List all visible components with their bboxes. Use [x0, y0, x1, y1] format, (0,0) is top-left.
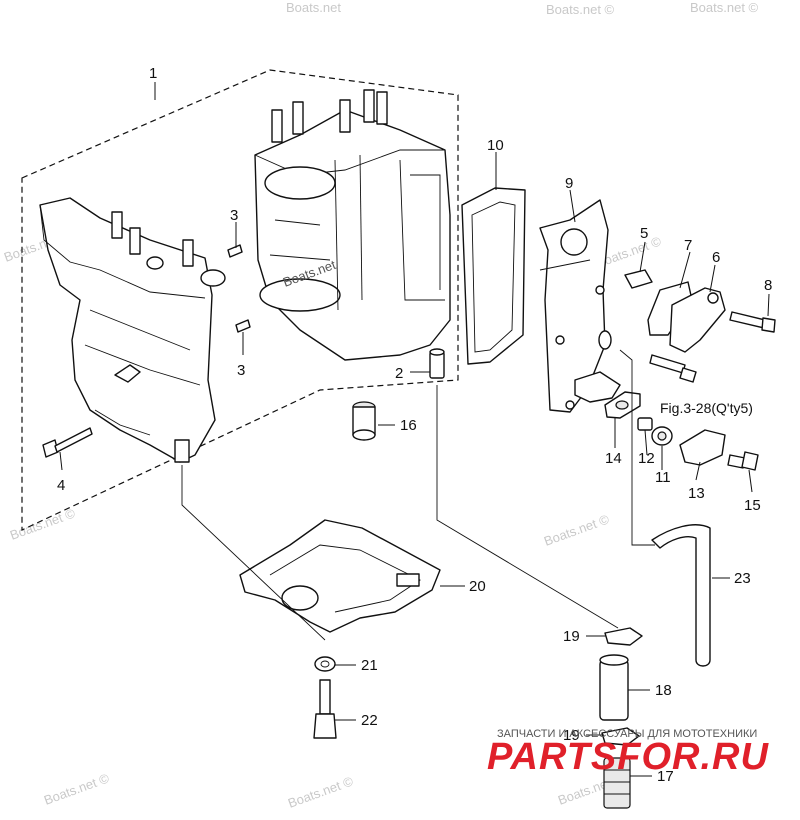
- callout-3-upper: 3: [230, 207, 238, 224]
- callout-7: 7: [684, 237, 692, 254]
- callout-12: 12: [638, 450, 655, 467]
- callout-1: 1: [149, 65, 157, 82]
- callout-18: 18: [655, 682, 672, 699]
- washer: [314, 656, 336, 672]
- callout-19-upper: 19: [563, 628, 580, 645]
- dowel-sleeve: [429, 348, 445, 379]
- callout-10: 10: [487, 137, 504, 154]
- hose: [651, 524, 711, 667]
- watermark: Boats.net ©: [542, 511, 612, 549]
- callout-21: 21: [361, 657, 378, 674]
- callout-15: 15: [744, 497, 761, 514]
- thermostat-gasket: [647, 281, 693, 336]
- callout-5: 5: [640, 225, 648, 242]
- crankcase-left-half: [39, 197, 226, 463]
- valve-seal: [651, 426, 673, 446]
- cover-plate: [539, 199, 609, 413]
- watermark: Boats.net ©: [286, 773, 356, 811]
- watermark: Boats.net: [286, 0, 341, 15]
- short-hose: [599, 654, 629, 721]
- callout-8: 8: [764, 277, 772, 294]
- base-gasket: [239, 519, 441, 633]
- callout-14: 14: [605, 450, 622, 467]
- leader-lines: [59, 82, 770, 777]
- crankcase-right-half: [254, 89, 451, 361]
- figure-reference: Fig.3-28(Q'ty5): [660, 400, 753, 416]
- callout-3-lower: 3: [237, 362, 245, 379]
- base-bolt: [313, 679, 337, 739]
- callout-11: 11: [655, 469, 671, 486]
- callout-19-lower: 19: [563, 727, 580, 744]
- hose-clip-lower: [601, 727, 640, 746]
- bolt-fig-ref: [649, 354, 697, 383]
- sleeve: [352, 401, 376, 441]
- callout-17: 17: [657, 768, 674, 785]
- fuel-filter: [603, 757, 631, 809]
- valve-part: [637, 417, 653, 431]
- callout-labels: 1 2 3 3 4 5 6 7 8 9 10 11 12 13 14 15 16…: [57, 65, 772, 785]
- watermark: Boats.net ©: [42, 770, 112, 808]
- watermark: Boats.net ©: [8, 505, 78, 543]
- callout-9: 9: [565, 175, 573, 192]
- dowel-pin-lower: [235, 319, 251, 333]
- callout-13: 13: [688, 485, 705, 502]
- gasket-small: [604, 391, 641, 419]
- callout-16: 16: [400, 417, 417, 434]
- logo-brand: PARTSFOR.RU: [487, 736, 769, 778]
- watermark: Boats.net ©: [546, 2, 615, 17]
- partsfor-logo: ЗАПЧАСТИ И АКСЕССУАРЫ ДЛЯ МОТОТЕХНИКИ PA…: [487, 728, 769, 778]
- thermostat-cover: [669, 287, 726, 353]
- callout-20: 20: [469, 578, 486, 595]
- valve-bracket: [574, 330, 621, 403]
- logo-tagline: ЗАПЧАСТИ И АКСЕССУАРЫ ДЛЯ МОТОТЕХНИКИ: [497, 728, 757, 740]
- cover-bolt: [729, 311, 776, 333]
- callout-6: 6: [712, 249, 720, 266]
- fitting: [624, 269, 653, 289]
- callout-4: 4: [57, 477, 65, 494]
- valve-cover: [679, 429, 726, 466]
- crankcase-bolt: [42, 427, 93, 458]
- gasket-cover: [461, 187, 526, 365]
- valve-cover-bolt: [727, 451, 759, 471]
- assembly-boundary: [21, 69, 459, 531]
- dowel-pin-upper: [227, 244, 243, 258]
- callout-22: 22: [361, 712, 378, 729]
- callout-2: 2: [395, 365, 403, 382]
- callout-23: 23: [734, 570, 751, 587]
- watermark: Boats.net ©: [690, 0, 759, 15]
- hose-clip-upper: [604, 627, 643, 646]
